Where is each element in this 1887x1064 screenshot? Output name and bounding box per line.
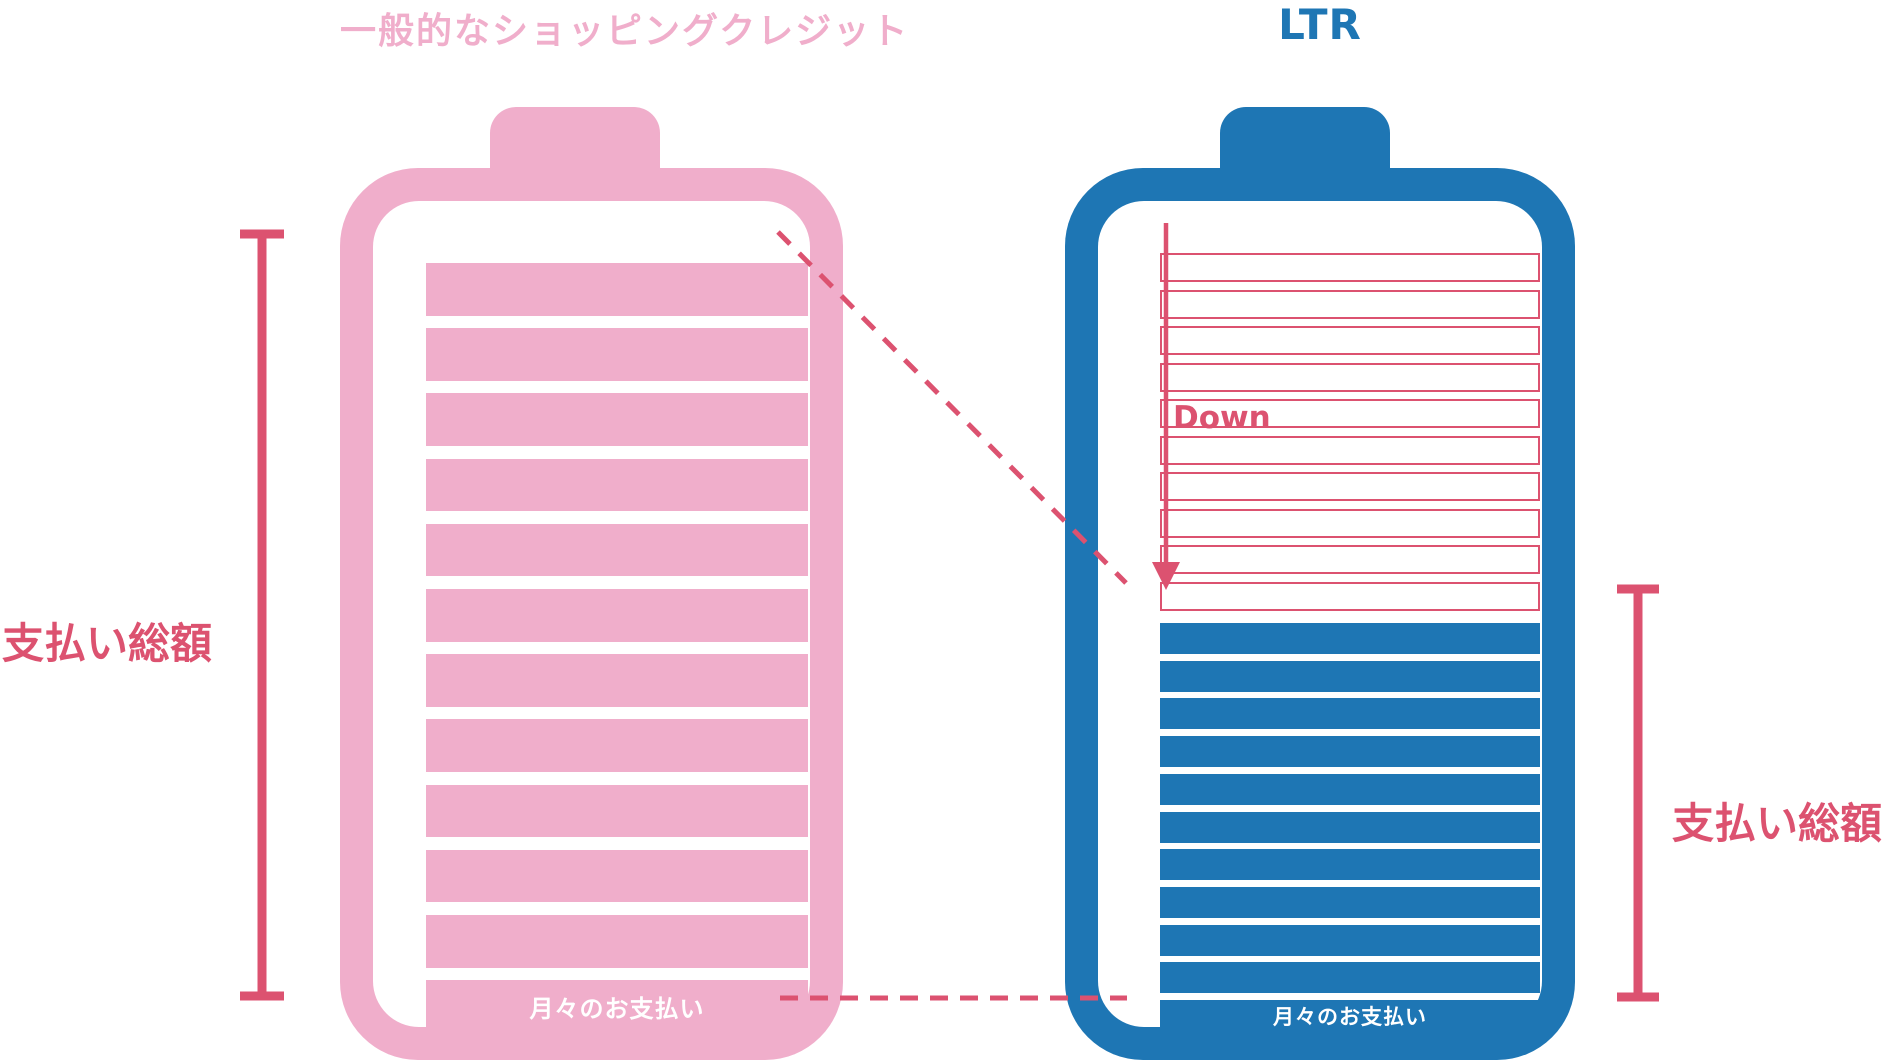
pink-battery-inner: 月々のお支払い — [373, 201, 810, 1033]
payment-bar — [1160, 508, 1540, 538]
payment-bar — [1160, 435, 1540, 465]
blue-battery-bars: 月々のお支払い — [1160, 253, 1540, 1033]
payment-bar — [1160, 736, 1540, 768]
payment-bar — [1160, 773, 1540, 805]
payment-bar — [1160, 289, 1540, 319]
payment-bar — [426, 589, 808, 642]
left-total-bracket — [240, 229, 284, 1001]
pink-battery-body: 月々のお支払い — [340, 168, 843, 1060]
payment-bar — [1160, 623, 1540, 654]
payment-bar — [1160, 581, 1540, 611]
payment-bar — [1160, 399, 1540, 428]
blue-battery-terminal — [1220, 107, 1390, 177]
payment-bar — [426, 523, 808, 577]
payment-bar — [1160, 253, 1540, 282]
payment-bar — [1160, 362, 1540, 392]
payment-bar — [1160, 962, 1540, 994]
payment-bar — [426, 849, 808, 903]
payment-bar — [426, 458, 808, 512]
payment-bar — [1160, 660, 1540, 692]
payment-bar — [426, 784, 808, 838]
payment-bar — [426, 915, 808, 968]
payment-bar — [1160, 698, 1540, 730]
right-total-payment-label: 支払い総額 — [1672, 799, 1883, 848]
payment-bar — [1160, 545, 1540, 574]
right-total-bracket — [1617, 584, 1659, 1002]
payment-bar — [426, 263, 808, 316]
payment-bar — [426, 393, 808, 446]
payment-bar — [426, 328, 808, 381]
pink-battery-terminal — [490, 107, 660, 177]
payment-bar — [1160, 886, 1540, 918]
payment-bar — [426, 719, 808, 772]
blue-battery-inner: 月々のお支払い — [1098, 201, 1542, 1031]
pink-battery-bars: 月々のお支払い — [426, 263, 808, 1033]
payment-bar — [1160, 326, 1540, 355]
payment-bar — [1160, 924, 1540, 956]
monthly-payment-bar: 月々のお支払い — [426, 980, 808, 1033]
payment-bar — [1160, 849, 1540, 881]
payment-bar — [1160, 811, 1540, 843]
payment-bar — [1160, 472, 1540, 501]
blue-battery-body: 月々のお支払い — [1065, 168, 1575, 1060]
down-label: Down — [1173, 400, 1271, 436]
left-chart-title: 一般的なショッピングクレジット — [340, 11, 910, 52]
right-chart-title: LTR — [1278, 0, 1362, 49]
payment-bar — [426, 654, 808, 707]
left-total-payment-label: 支払い総額 — [2, 619, 213, 668]
monthly-payment-bar: 月々のお支払い — [1160, 1000, 1540, 1031]
